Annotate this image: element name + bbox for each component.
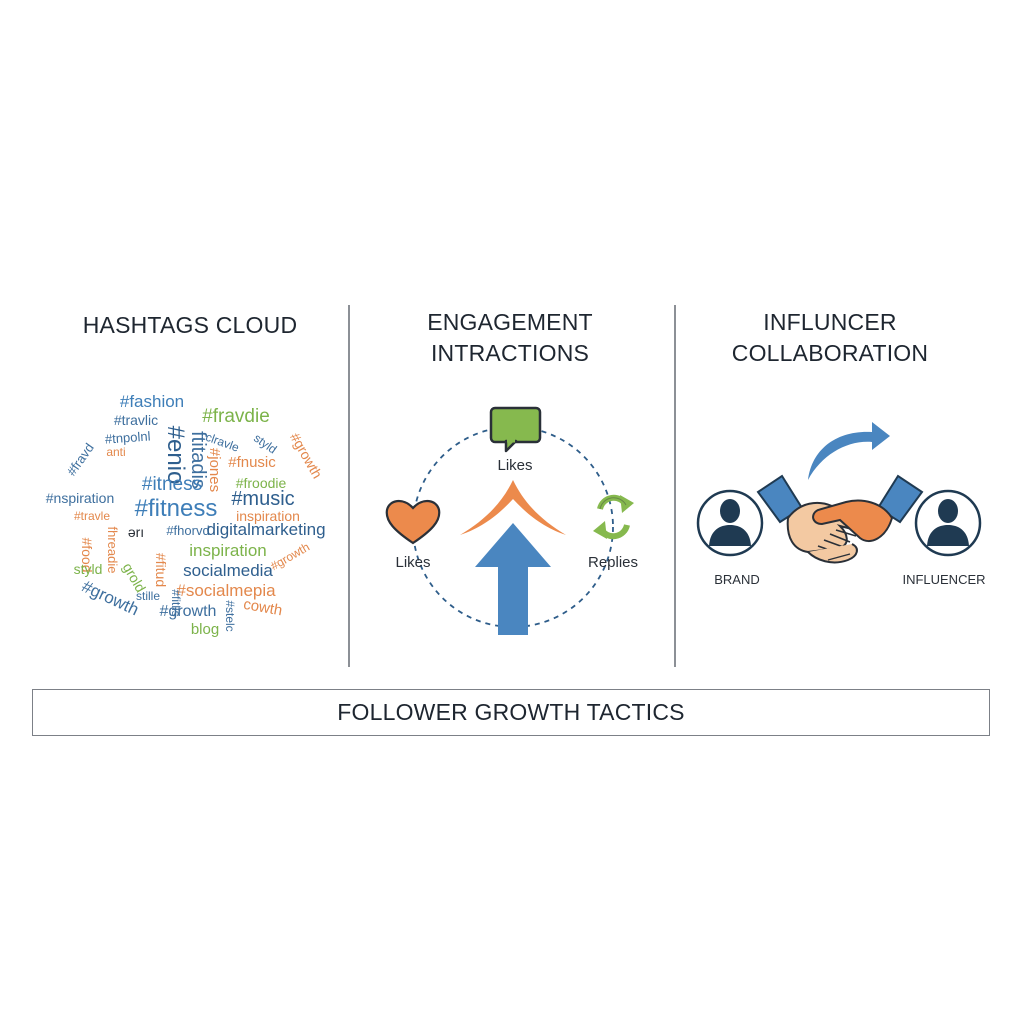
hashtag-word: #tnpolnl [104, 428, 151, 446]
heart-icon [385, 500, 441, 545]
brand-label: BRAND [714, 572, 760, 587]
hashtag-word: #itness [142, 474, 202, 495]
hashtag-word: #fashion [120, 392, 184, 411]
hashtag-word: #nspiration [46, 490, 115, 506]
hashtag-word: socialmedia [183, 561, 273, 580]
hashtag-word: #froodie [236, 475, 287, 491]
hashtag-word: anti [106, 445, 125, 459]
collaboration-title-line1: INFLUNCER [763, 309, 897, 335]
engagement-label-right: Replies [588, 554, 638, 571]
hashtag-word: fhreadie [105, 527, 120, 574]
influencer-avatar [914, 489, 982, 557]
engagement-title-line1: ENGAGEMENT [427, 309, 593, 335]
hashtag-word: ftitadis [187, 431, 209, 489]
hashtag-word: #fnusic [228, 454, 276, 471]
engagement-title-line2: INTRACTIONS [430, 340, 590, 366]
hashtag-word: #fitness [135, 495, 218, 522]
person-silhouette-icon [927, 499, 969, 546]
growth-chevron-icon [460, 480, 566, 535]
engagement-title: ENGAGEMENT INTRACTIONS [380, 307, 640, 369]
hashtags-title: HASHTAGS CLOUD [82, 312, 298, 338]
hashtag-word: ərı [128, 524, 144, 540]
refresh-arrows-icon [593, 494, 634, 540]
hashtag-word: #travle [74, 509, 110, 523]
hashtag-word: #fitlis [169, 589, 183, 616]
hashtag-word: #fravd [64, 440, 97, 478]
hashtag-word: #growth [287, 430, 326, 481]
person-silhouette-icon [709, 499, 751, 546]
growth-arrow-icon [475, 523, 551, 635]
hashtag-word: #fravdie [202, 406, 270, 427]
hashtag-word: #socialmepia [176, 581, 276, 600]
engagement-label-top: Likes [497, 457, 532, 474]
hashtag-word: #growth [268, 540, 312, 573]
hashtag-word: blog [191, 621, 219, 638]
collaboration-diagram: BRAND INFLUENCER [696, 422, 986, 587]
hashtag-word: #travlic [114, 412, 158, 428]
hashtag-word: stille [136, 589, 160, 603]
hashtag-word: #enio [162, 426, 189, 485]
hashtag-word: #fhorvd [166, 523, 209, 538]
hashtag-word: #food [79, 537, 95, 572]
curved-arrow-icon [808, 422, 890, 480]
hashtag-word: #growth [160, 603, 217, 620]
footer-banner: FOLLOWER GROWTH TACTICS [32, 689, 990, 736]
hashtag-word: styld [251, 431, 279, 457]
hashtag-word: styld [74, 561, 103, 577]
collaboration-title-line2: COLLABORATION [731, 340, 929, 366]
footer-label: FOLLOWER GROWTH TACTICS [337, 699, 685, 725]
brand-avatar [696, 489, 764, 557]
hashtag-word: #fitud [153, 553, 169, 587]
hashtag-word: digitalmarketing [206, 520, 325, 539]
hashtag-word: #stelc [223, 600, 237, 631]
hashtag-cloud: #fashion#travlic #fravdie #tnpolnl #eniofti… [46, 392, 326, 638]
handshake-icon [756, 474, 924, 564]
engagement-diagram: Likes Likes Replies [385, 406, 638, 635]
divider-right [674, 305, 676, 667]
hashtag-word: inspiration [236, 508, 300, 524]
collaboration-title: INFLUNCER COLLABORATION [700, 307, 960, 369]
engagement-label-left: Likes [395, 554, 430, 571]
speech-bubble-icon [489, 406, 542, 453]
hashtag-word: #music [231, 488, 294, 510]
divider-left [348, 305, 350, 667]
influencer-label: INFLUENCER [902, 572, 985, 587]
hashtag-word: #jones [206, 448, 223, 492]
hashtag-word: inspiration [189, 541, 267, 560]
hashtag-word: cowth [242, 596, 284, 620]
